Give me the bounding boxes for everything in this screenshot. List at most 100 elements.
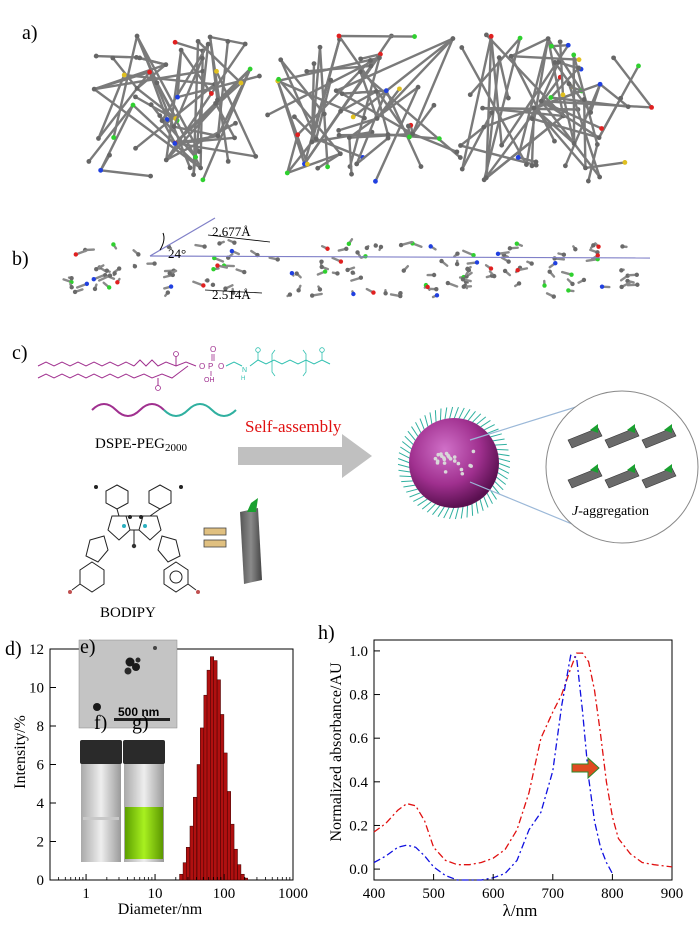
angle-arc bbox=[159, 232, 165, 251]
distance-label-1: 2.677Å bbox=[212, 224, 251, 239]
peg-chain bbox=[401, 441, 413, 450]
peg-chain bbox=[460, 505, 464, 519]
peg-chain bbox=[496, 453, 510, 457]
dls-bar bbox=[189, 825, 194, 881]
j-block-tip-icon bbox=[590, 424, 598, 433]
peg-chain bbox=[411, 426, 419, 438]
dls-y-axis-label: Intensity/% bbox=[12, 715, 29, 789]
equals-sign-bottom bbox=[203, 539, 227, 548]
j-aggregation-label: J-aggregation bbox=[572, 504, 649, 519]
dls-y-tick-label: 2 bbox=[37, 835, 45, 851]
dls-y-tick-label: 6 bbox=[37, 758, 45, 774]
dls-y-tick-label: 12 bbox=[29, 642, 44, 658]
j-block-tip-icon bbox=[627, 424, 635, 433]
surface-dot bbox=[448, 457, 453, 461]
dspe-peg-structure: O O P O OH N H bbox=[37, 345, 331, 391]
bodipy-block-icon bbox=[240, 508, 262, 584]
peg-chain bbox=[448, 406, 454, 420]
peg-chain bbox=[409, 491, 422, 498]
dls-bar bbox=[223, 752, 228, 881]
j-block-tip-icon bbox=[590, 464, 598, 473]
dls-bar bbox=[193, 796, 198, 881]
surface-dot bbox=[469, 464, 473, 468]
surface-dot bbox=[471, 449, 476, 454]
dls-bar bbox=[220, 714, 225, 881]
absorbance-x-tick-label: 900 bbox=[661, 886, 684, 902]
dspe-peg-label-subscript: 2000 bbox=[165, 442, 188, 454]
surface-dot bbox=[436, 452, 441, 457]
j-block bbox=[641, 427, 677, 449]
crystal-stacking-image-b bbox=[62, 238, 640, 299]
molecule-cluster bbox=[265, 33, 394, 176]
molecule-plane-line bbox=[149, 217, 216, 257]
peg-chain bbox=[486, 428, 499, 435]
dls-bar bbox=[206, 669, 211, 881]
peg-chain bbox=[444, 407, 448, 421]
peg-chain bbox=[398, 452, 411, 459]
peg-chain bbox=[419, 418, 426, 431]
absorbance-y-tick-label: 0.8 bbox=[349, 688, 368, 704]
peg-chain bbox=[491, 484, 501, 496]
peg-chain bbox=[429, 412, 433, 425]
peg-chain bbox=[397, 463, 411, 469]
peg-chain bbox=[497, 467, 510, 474]
dspe-peg-label: DSPE-PEG2000 bbox=[95, 436, 188, 454]
peg-chain bbox=[458, 407, 465, 420]
self-assembly-label: Self-assembly bbox=[245, 417, 342, 436]
peg-chain bbox=[426, 502, 437, 513]
peg-chain bbox=[434, 410, 437, 423]
dls-bar bbox=[216, 679, 221, 881]
dls-bar bbox=[240, 873, 245, 881]
j-block-tip-icon bbox=[664, 424, 672, 433]
panel-label-h: h) bbox=[318, 622, 335, 644]
peg-chain bbox=[497, 457, 511, 463]
panel-label-e: e) bbox=[80, 636, 96, 658]
nanoparticle-sphere bbox=[409, 418, 499, 508]
peg-chain bbox=[482, 495, 489, 508]
absorbance-y-tick-label: 0.2 bbox=[349, 818, 368, 834]
peg-chain bbox=[492, 438, 505, 442]
surface-dot bbox=[460, 471, 465, 476]
dls-bars bbox=[179, 656, 248, 881]
dls-y-tick-label: 0 bbox=[37, 873, 45, 889]
peg-corona bbox=[397, 406, 511, 520]
dls-bar bbox=[196, 764, 201, 881]
dspe-peg-label-main: DSPE-PEG bbox=[95, 436, 165, 452]
peg-chain bbox=[466, 504, 469, 518]
peg-chain bbox=[471, 413, 482, 424]
peg-chain bbox=[495, 476, 507, 485]
peg-chain bbox=[449, 506, 455, 519]
bodipy-block-tip-icon bbox=[247, 498, 258, 512]
dls-x-tick-label: 10 bbox=[148, 886, 163, 902]
panel-label-c: c) bbox=[12, 342, 28, 364]
peg-chain bbox=[415, 422, 422, 434]
j-block-tip-icon bbox=[627, 464, 635, 473]
stacking-axis-line bbox=[149, 255, 651, 259]
absorbance-y-tick-label: 0.6 bbox=[349, 731, 368, 747]
peg-chain bbox=[398, 458, 411, 464]
panel-label-a: a) bbox=[22, 22, 38, 44]
peg-chain bbox=[493, 480, 504, 491]
surface-dot bbox=[456, 461, 461, 466]
j-aggregation-blocks bbox=[567, 424, 677, 489]
svg-text:O: O bbox=[218, 362, 224, 371]
absorbance-y-tick-label: 0.0 bbox=[349, 862, 368, 878]
peg-chain bbox=[462, 409, 471, 421]
bodipy-atoms bbox=[68, 485, 200, 594]
peg-chain bbox=[475, 501, 479, 514]
peg-chain bbox=[403, 484, 416, 488]
absorbance-y-tick-label: 1.0 bbox=[349, 644, 368, 660]
dls-bar bbox=[185, 847, 190, 881]
peg-chain bbox=[496, 471, 508, 480]
j-block bbox=[641, 467, 677, 489]
dls-x-tick-label: 1000 bbox=[278, 886, 308, 902]
j-block bbox=[567, 467, 603, 489]
absorbance-y-axis-label: Normalized absorbance/AU bbox=[328, 662, 345, 841]
surface-dot bbox=[442, 457, 447, 462]
peg-chain bbox=[432, 504, 441, 516]
peg-chain bbox=[398, 469, 412, 473]
molecule-cluster bbox=[333, 33, 463, 184]
